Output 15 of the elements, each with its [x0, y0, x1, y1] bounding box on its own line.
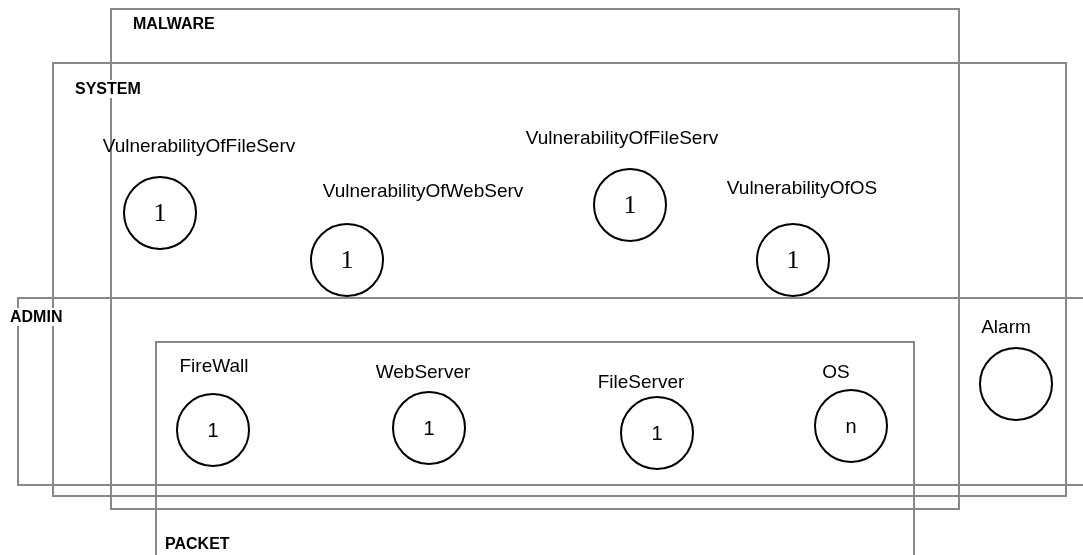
group-title: ADMIN [10, 308, 63, 327]
element-label: VulnerabilityOfOS [726, 177, 878, 199]
multiplicity-circle: n [814, 389, 888, 463]
multiplicity-circle: 1 [392, 391, 466, 465]
group-title: SYSTEM [75, 80, 141, 99]
element-label: FireWall [179, 355, 249, 377]
element-label: WebServer [375, 361, 471, 383]
element-label: VulnerabilityOfFileServ [525, 127, 719, 149]
element-label: VulnerabilityOfFileServ [102, 135, 296, 157]
multiplicity-circle: 1 [176, 393, 250, 467]
element-label: FileServer [597, 371, 685, 393]
element-label: VulnerabilityOfWebServ [322, 180, 524, 202]
element-label: Alarm [981, 316, 1031, 338]
multiplicity-circle: 1 [620, 396, 694, 470]
element-label: OS [822, 361, 850, 383]
